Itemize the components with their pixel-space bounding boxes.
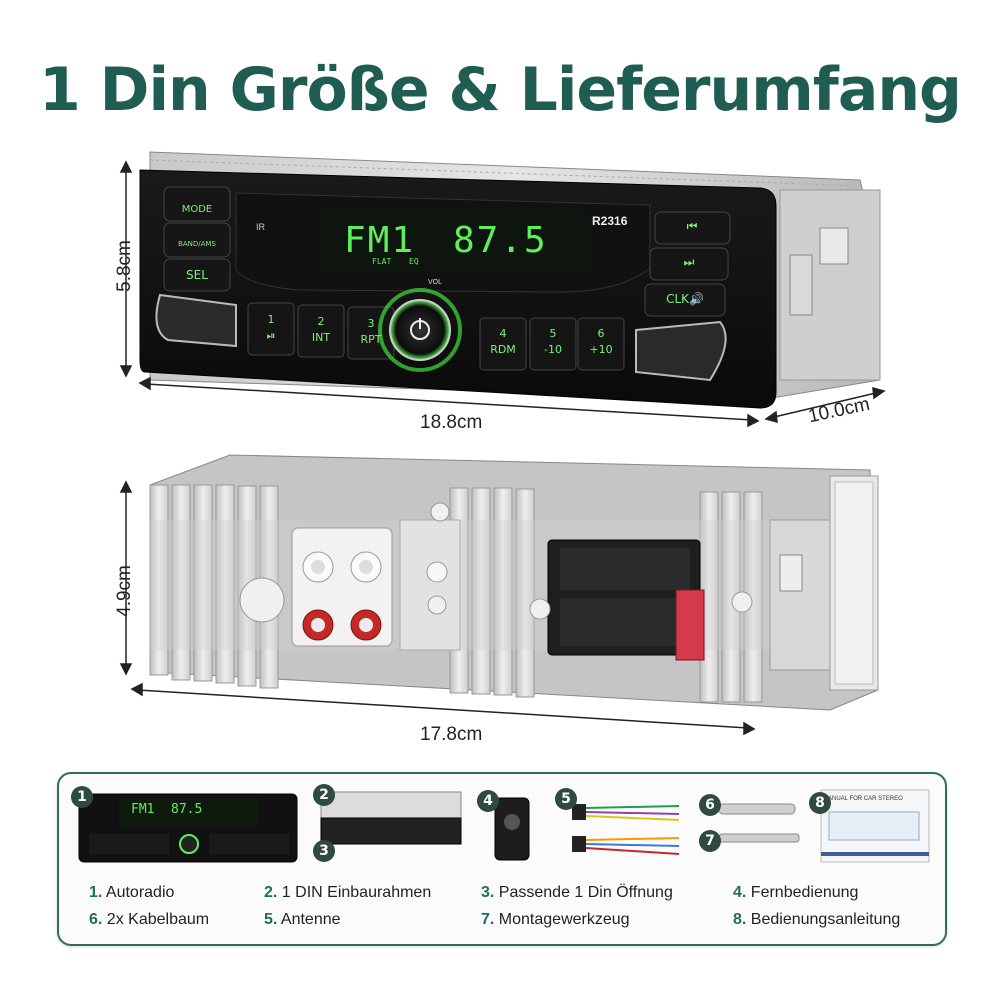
badge-1: 1 bbox=[71, 786, 93, 808]
item-label: Fernbedienung bbox=[750, 884, 859, 901]
contents-item-4: 4. Fernbedienung bbox=[733, 884, 858, 902]
preset-num: 5 bbox=[549, 327, 557, 340]
contents-item-8: 8. Bedienungsanleitung bbox=[733, 911, 900, 929]
lcd-eq: EQ bbox=[409, 257, 419, 266]
item-num: 5. bbox=[264, 911, 278, 928]
contents-item-6: 5. Antenne bbox=[264, 911, 341, 929]
preset-label: ⏯ bbox=[266, 329, 276, 342]
rear-width-label: 17.8cm bbox=[420, 724, 483, 745]
item-num: 4. bbox=[733, 884, 747, 901]
preset-label: +10 bbox=[589, 343, 613, 356]
item-label: Antenne bbox=[280, 911, 341, 928]
rear-chassis bbox=[149, 454, 879, 711]
preset-label: RDM bbox=[490, 343, 516, 356]
item-label: Autoradio bbox=[105, 884, 175, 901]
manual-thumb-text: MANUAL FOR CAR STEREO bbox=[823, 796, 903, 802]
badge-5: 5 bbox=[555, 788, 577, 810]
lcd-frequency: 87.5 bbox=[453, 220, 548, 261]
item-num: 2. bbox=[264, 884, 278, 901]
vol-label: VOL bbox=[428, 279, 443, 286]
front-height-label: 5.8cm bbox=[114, 240, 135, 292]
thumb-lcd-mode: FM1 bbox=[131, 802, 155, 817]
band-ams-button[interactable]: BAND/AMS bbox=[178, 240, 216, 248]
item-num: 3. bbox=[481, 884, 495, 901]
contents-item-1: 1. Autoradio bbox=[89, 884, 174, 902]
item-label: Montagewerkzeug bbox=[498, 911, 630, 928]
preset-num: 4 bbox=[499, 327, 507, 340]
badge-6: 6 bbox=[699, 794, 721, 816]
preset-label: -10 bbox=[544, 343, 562, 356]
model-label: R2316 bbox=[592, 214, 628, 228]
clk-button[interactable]: CLK🔊 bbox=[666, 292, 704, 306]
preset-num: 2 bbox=[317, 315, 325, 328]
item-label: Bedienungsanleitung bbox=[750, 911, 901, 928]
lcd-flat: FLAT bbox=[372, 257, 392, 266]
lcd-mode: FM1 bbox=[344, 220, 416, 261]
badge-7: 7 bbox=[699, 830, 721, 852]
item-label: 1 DIN Einbaurahmen bbox=[281, 884, 432, 901]
mode-button[interactable]: MODE bbox=[181, 204, 213, 215]
radio-faceplate bbox=[139, 169, 777, 409]
preset-label: RPT bbox=[360, 333, 382, 346]
dimension-lines-front bbox=[119, 160, 886, 428]
preset-num: 3 bbox=[367, 317, 375, 330]
preset-label: INT bbox=[311, 331, 331, 344]
dimension-lines-rear bbox=[119, 480, 756, 736]
contents-thumbnails bbox=[78, 789, 930, 863]
badge-4: 4 bbox=[477, 790, 499, 812]
page-title: 1 Din Größe & Lieferumfang bbox=[39, 55, 962, 125]
next-button[interactable]: ⏭ bbox=[683, 255, 695, 269]
item-num: 1. bbox=[89, 884, 103, 901]
item-num: 6. bbox=[89, 911, 103, 928]
contents-panel: MANUAL FOR CAR STEREO FM1 87.5 1 2 3 4 5… bbox=[57, 772, 947, 946]
prev-button[interactable]: ⏮ bbox=[686, 219, 698, 233]
item-num: 8. bbox=[733, 911, 747, 928]
badge-3: 3 bbox=[313, 840, 335, 862]
front-width-label: 18.8cm bbox=[420, 412, 483, 433]
contents-item-2: 2. 1 DIN Einbaurahmen bbox=[264, 884, 431, 902]
item-label: 2x Kabelbaum bbox=[106, 911, 210, 928]
rear-height-label: 4.9cm bbox=[114, 565, 135, 617]
sel-button[interactable]: SEL bbox=[186, 268, 208, 282]
contents-item-7: 7. Montagewerkzeug bbox=[481, 911, 630, 929]
preset-num: 1 bbox=[267, 313, 275, 326]
contents-item-3: 3. Passende 1 Din Öffnung bbox=[481, 884, 673, 902]
badge-8: 8 bbox=[809, 792, 831, 814]
ir-label: IR bbox=[256, 222, 265, 232]
item-label: Passende 1 Din Öffnung bbox=[498, 884, 673, 901]
contents-item-5: 6. 2x Kabelbaum bbox=[89, 911, 209, 929]
item-num: 7. bbox=[481, 911, 495, 928]
thumb-lcd-frequency: 87.5 bbox=[171, 802, 203, 817]
preset-num: 6 bbox=[597, 327, 605, 340]
badge-2: 2 bbox=[313, 784, 335, 806]
